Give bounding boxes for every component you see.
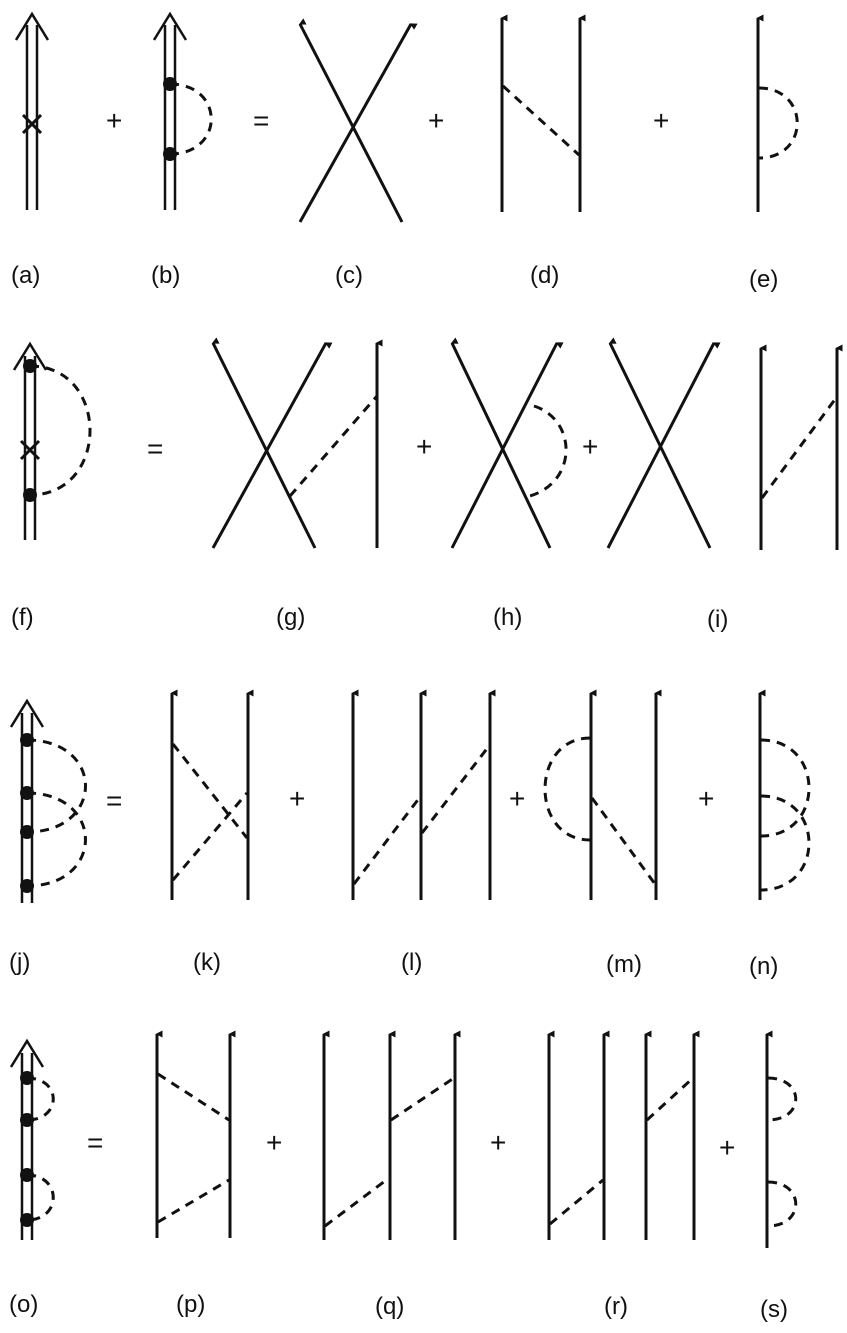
vertex-dot	[20, 1168, 34, 1182]
plus-operator: +	[719, 1132, 735, 1163]
diagram-m	[543, 689, 662, 900]
cross-mark	[19, 439, 41, 461]
diagram-d	[500, 14, 586, 212]
vertex-dot	[20, 1113, 34, 1127]
diagram-k	[170, 689, 254, 900]
label-e: (e)	[749, 266, 778, 293]
diagram-f	[12, 341, 92, 540]
plus-operator: +	[289, 783, 305, 814]
equals-operator: =	[87, 1127, 103, 1158]
vertex-dot	[20, 825, 34, 839]
label-p: (p)	[176, 1291, 205, 1318]
plus-operator: +	[653, 105, 669, 136]
label-j: (j)	[9, 949, 30, 976]
equals-operator: =	[106, 785, 122, 816]
diagram-j	[9, 698, 87, 903]
diagram-e	[756, 14, 799, 212]
label-n: (n)	[749, 953, 778, 980]
diagram-g	[211, 337, 383, 549]
plus-operator: +	[582, 431, 598, 462]
diagram-s	[765, 1030, 798, 1248]
vertex-dot	[20, 1213, 34, 1227]
label-r: (r)	[604, 1293, 628, 1320]
diagram-o	[9, 1038, 55, 1240]
plus-operator: +	[509, 783, 525, 814]
plus-operator: +	[698, 783, 714, 814]
label-k: (k)	[193, 949, 221, 976]
plus-operator: +	[490, 1127, 506, 1158]
label-b: (b)	[151, 262, 180, 289]
label-m: (m)	[606, 951, 642, 978]
vertex-dot	[20, 1071, 34, 1085]
label-h: (h)	[493, 604, 522, 631]
diagram-n	[758, 689, 811, 900]
equals-operator: =	[253, 105, 269, 136]
equals-operator: =	[147, 433, 163, 464]
label-c: (c)	[335, 262, 363, 289]
diagram-r	[547, 1030, 700, 1240]
diagram-b	[152, 11, 213, 210]
label-l: (l)	[401, 949, 422, 976]
vertex-dot	[163, 77, 177, 91]
plus-operator: +	[416, 431, 432, 462]
diagram-i	[606, 337, 843, 550]
diagram-c	[298, 18, 418, 223]
plus-operator: +	[106, 105, 122, 136]
label-a: (a)	[11, 262, 40, 289]
label-d: (d)	[530, 262, 559, 289]
vertex-dot	[20, 733, 34, 747]
label-i: (i)	[707, 606, 728, 633]
vertex-dot	[23, 359, 37, 373]
cross-mark	[21, 113, 43, 135]
vertex-dot	[23, 488, 37, 502]
diagram-q	[322, 1030, 461, 1240]
diagram-l	[351, 689, 496, 900]
label-q: (q)	[375, 1293, 404, 1320]
label-s: (s)	[760, 1296, 788, 1323]
label-g: (g)	[276, 604, 305, 631]
vertex-dot	[20, 786, 34, 800]
diagram-p	[155, 1030, 236, 1238]
plus-operator: +	[266, 1127, 282, 1158]
label-f: (f)	[11, 604, 34, 631]
label-o: (o)	[9, 1291, 38, 1318]
plus-operator: +	[428, 105, 444, 136]
vertex-dot	[163, 147, 177, 161]
diagram-h	[450, 337, 568, 549]
vertex-dot	[20, 879, 34, 893]
diagram-a	[14, 11, 50, 210]
